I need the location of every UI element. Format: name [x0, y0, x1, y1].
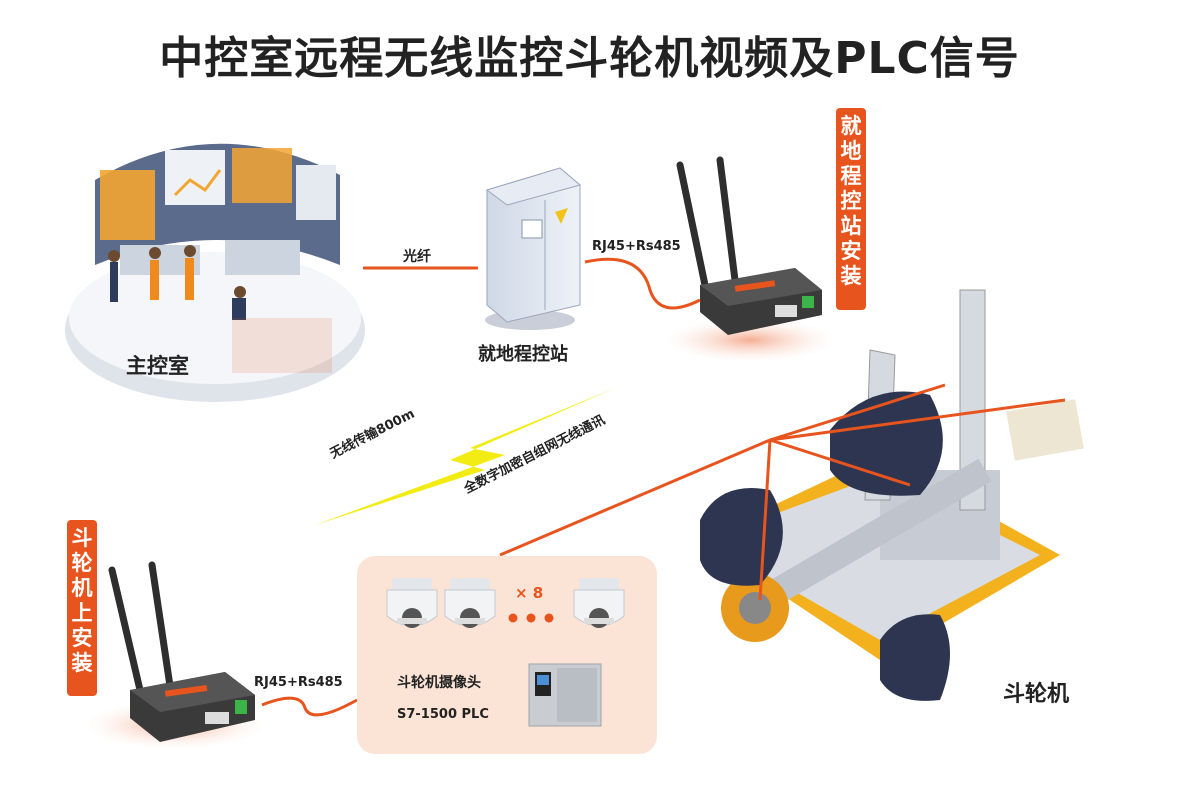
lightning-bolt	[315, 388, 615, 525]
router-top-illustration	[665, 156, 835, 362]
ellipsis-dot	[544, 613, 554, 623]
ellipsis-dot	[508, 613, 518, 623]
bucket-wheel-label: 斗轮机	[1003, 682, 1070, 707]
control-room-label: 主控室	[126, 354, 189, 378]
plc-device-icon	[528, 663, 602, 727]
local-station-label: 就地程控站	[478, 344, 568, 365]
camera-label: 斗轮机摄像头	[397, 675, 481, 691]
cabinet-illustration	[485, 167, 582, 330]
control-room-illustration	[65, 143, 365, 402]
machine-link-line	[499, 438, 771, 557]
camera-icon	[444, 578, 496, 628]
rj45-top-label: RJ45+Rs485	[592, 239, 681, 254]
camera-icon	[573, 578, 625, 628]
bucket-wheel-illustration	[499, 289, 1084, 701]
rj45-bottom-label: RJ45+Rs485	[254, 675, 343, 690]
ellipsis-dot	[526, 613, 536, 623]
page-title: 中控室远程无线监控斗轮机视频及PLC信号	[159, 33, 1020, 84]
fiber-label: 光纤	[403, 249, 431, 265]
panel-graphics	[386, 578, 625, 727]
camera-plc-panel: × 8 斗轮机摄像头 S7-1500 PLC	[357, 556, 657, 754]
machine-install-tag: 斗 轮 机 上 安 装	[67, 520, 97, 696]
local-install-tag: 就 地 程 控 站 安 装	[836, 108, 866, 310]
camera-icon	[386, 578, 438, 628]
camera-multiplier: × 8	[515, 584, 544, 602]
router-bottom-illustration	[85, 561, 265, 749]
plc-label: S7-1500 PLC	[397, 707, 489, 722]
